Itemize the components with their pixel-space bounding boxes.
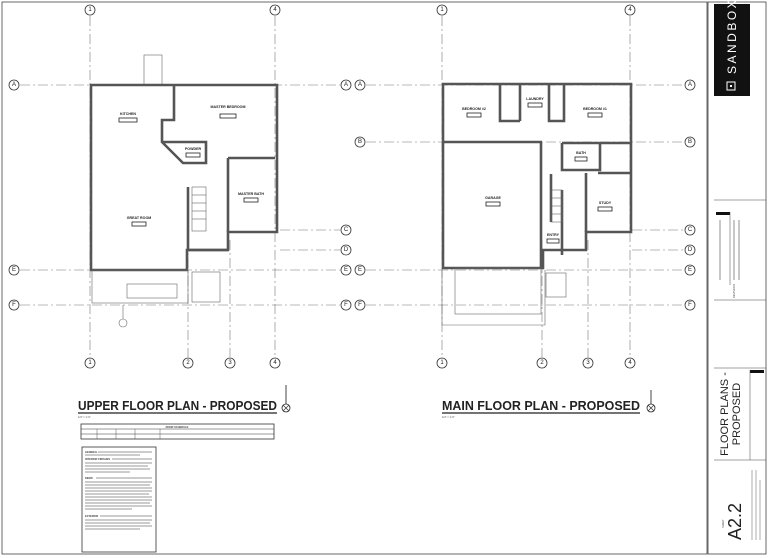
svg-text:ENTRY: ENTRY: [547, 233, 560, 237]
svg-text:DOOR SCHEDULE: DOOR SCHEDULE: [166, 425, 189, 429]
svg-text:INTERIOR FINISHES: INTERIOR FINISHES: [85, 457, 110, 461]
svg-text:A: A: [358, 82, 362, 88]
svg-text:D: D: [344, 247, 349, 253]
title-block: SANDBOX REVISIONS SHEET A2.2: [707, 0, 767, 555]
north-arrow-icon: [281, 385, 291, 413]
svg-text:KITCHEN: KITCHEN: [120, 112, 136, 116]
brand-logo: [714, 4, 750, 96]
svg-text:2: 2: [186, 360, 190, 366]
svg-text:4: 4: [273, 7, 277, 13]
svg-text:GREAT ROOM: GREAT ROOM: [127, 216, 152, 220]
main-floor-plan: BEDROOM #2 LAUNDRY BEDROOM #1 BATH GARAG…: [441, 82, 633, 326]
svg-text:GARAGE: GARAGE: [485, 196, 501, 200]
svg-text:1: 1: [440, 7, 444, 13]
svg-text:UPPER FLOOR PLAN - PROPOSED: UPPER FLOOR PLAN - PROPOSED: [78, 398, 277, 413]
main-grid-bubbles: 1 4 1 2 3 4 A B E F A B C D E F: [354, 4, 696, 369]
svg-text:F: F: [12, 302, 16, 308]
svg-text:BATH: BATH: [576, 151, 586, 155]
svg-text:BEDROOM #2: BEDROOM #2: [462, 107, 486, 111]
svg-text:B: B: [358, 139, 362, 145]
svg-text:1: 1: [440, 360, 444, 366]
svg-text:C: C: [344, 227, 349, 233]
svg-text:SANDBOX: SANDBOX: [725, 0, 739, 74]
upper-grid-bubbles: 1 4 1 2 3 4 A E F A C D E F: [8, 4, 352, 369]
general-notes: GENERAL INTERIOR FINISHES DEMO EXTERIOR: [81, 446, 157, 553]
sheet-title: FLOOR PLANS - PROPOSED: [719, 372, 743, 456]
svg-text:STUDY: STUDY: [599, 201, 612, 205]
north-arrow-icon: [646, 390, 656, 413]
svg-text:4: 4: [273, 360, 277, 366]
svg-text:B: B: [688, 139, 692, 145]
door-schedule: DOOR SCHEDULE: [80, 423, 275, 440]
svg-text:MAIN FLOOR PLAN - PROPOSED: MAIN FLOOR PLAN - PROPOSED: [442, 398, 640, 413]
svg-text:A: A: [688, 82, 692, 88]
sheet-number: A2.2: [725, 503, 745, 540]
sheet-border: [1, 1, 708, 555]
svg-text:BEDROOM #1: BEDROOM #1: [583, 107, 607, 111]
svg-text:DEMO: DEMO: [85, 476, 93, 480]
svg-text:C: C: [688, 227, 693, 233]
logo-square-icon: [726, 81, 736, 91]
svg-text:A: A: [12, 82, 16, 88]
svg-text:2: 2: [540, 360, 544, 366]
svg-text:POWDER: POWDER: [185, 147, 202, 151]
svg-text:1: 1: [88, 360, 92, 366]
svg-text:LAUNDRY: LAUNDRY: [526, 97, 544, 101]
svg-text:MASTER BATH: MASTER BATH: [238, 192, 264, 196]
svg-text:E: E: [358, 267, 362, 273]
svg-text:D: D: [688, 247, 693, 253]
svg-text:F: F: [344, 302, 348, 308]
svg-text:F: F: [688, 302, 692, 308]
svg-text:MASTER BEDROOM: MASTER BEDROOM: [211, 105, 246, 109]
svg-text:E: E: [688, 267, 692, 273]
upper-floor-plan: KITCHEN MASTER BEDROOM POWDER MASTER BAT…: [89, 54, 279, 328]
svg-text:REVISIONS: REVISIONS: [732, 284, 736, 298]
main-plan-title: MAIN FLOOR PLAN - PROPOSED 1/4" = 1'-0": [442, 390, 656, 419]
svg-text:SHEET: SHEET: [721, 519, 725, 528]
svg-text:GENERAL: GENERAL: [85, 450, 98, 454]
svg-text:3: 3: [586, 360, 590, 366]
svg-text:1/4" = 1'-0": 1/4" = 1'-0": [78, 415, 91, 419]
svg-text:1: 1: [88, 7, 92, 13]
svg-text:4: 4: [628, 360, 632, 366]
svg-text:3: 3: [228, 360, 232, 366]
svg-text:A: A: [344, 82, 348, 88]
upper-plan-title: UPPER FLOOR PLAN - PROPOSED 1/4" = 1'-0": [78, 385, 291, 419]
svg-text:E: E: [12, 267, 16, 273]
upper-grid: [20, 16, 340, 357]
svg-text:EXTERIOR: EXTERIOR: [85, 514, 98, 518]
svg-text:E: E: [344, 267, 348, 273]
svg-text:F: F: [358, 302, 362, 308]
svg-text:4: 4: [628, 7, 632, 13]
svg-text:1/4" = 1'-0": 1/4" = 1'-0": [442, 415, 455, 419]
